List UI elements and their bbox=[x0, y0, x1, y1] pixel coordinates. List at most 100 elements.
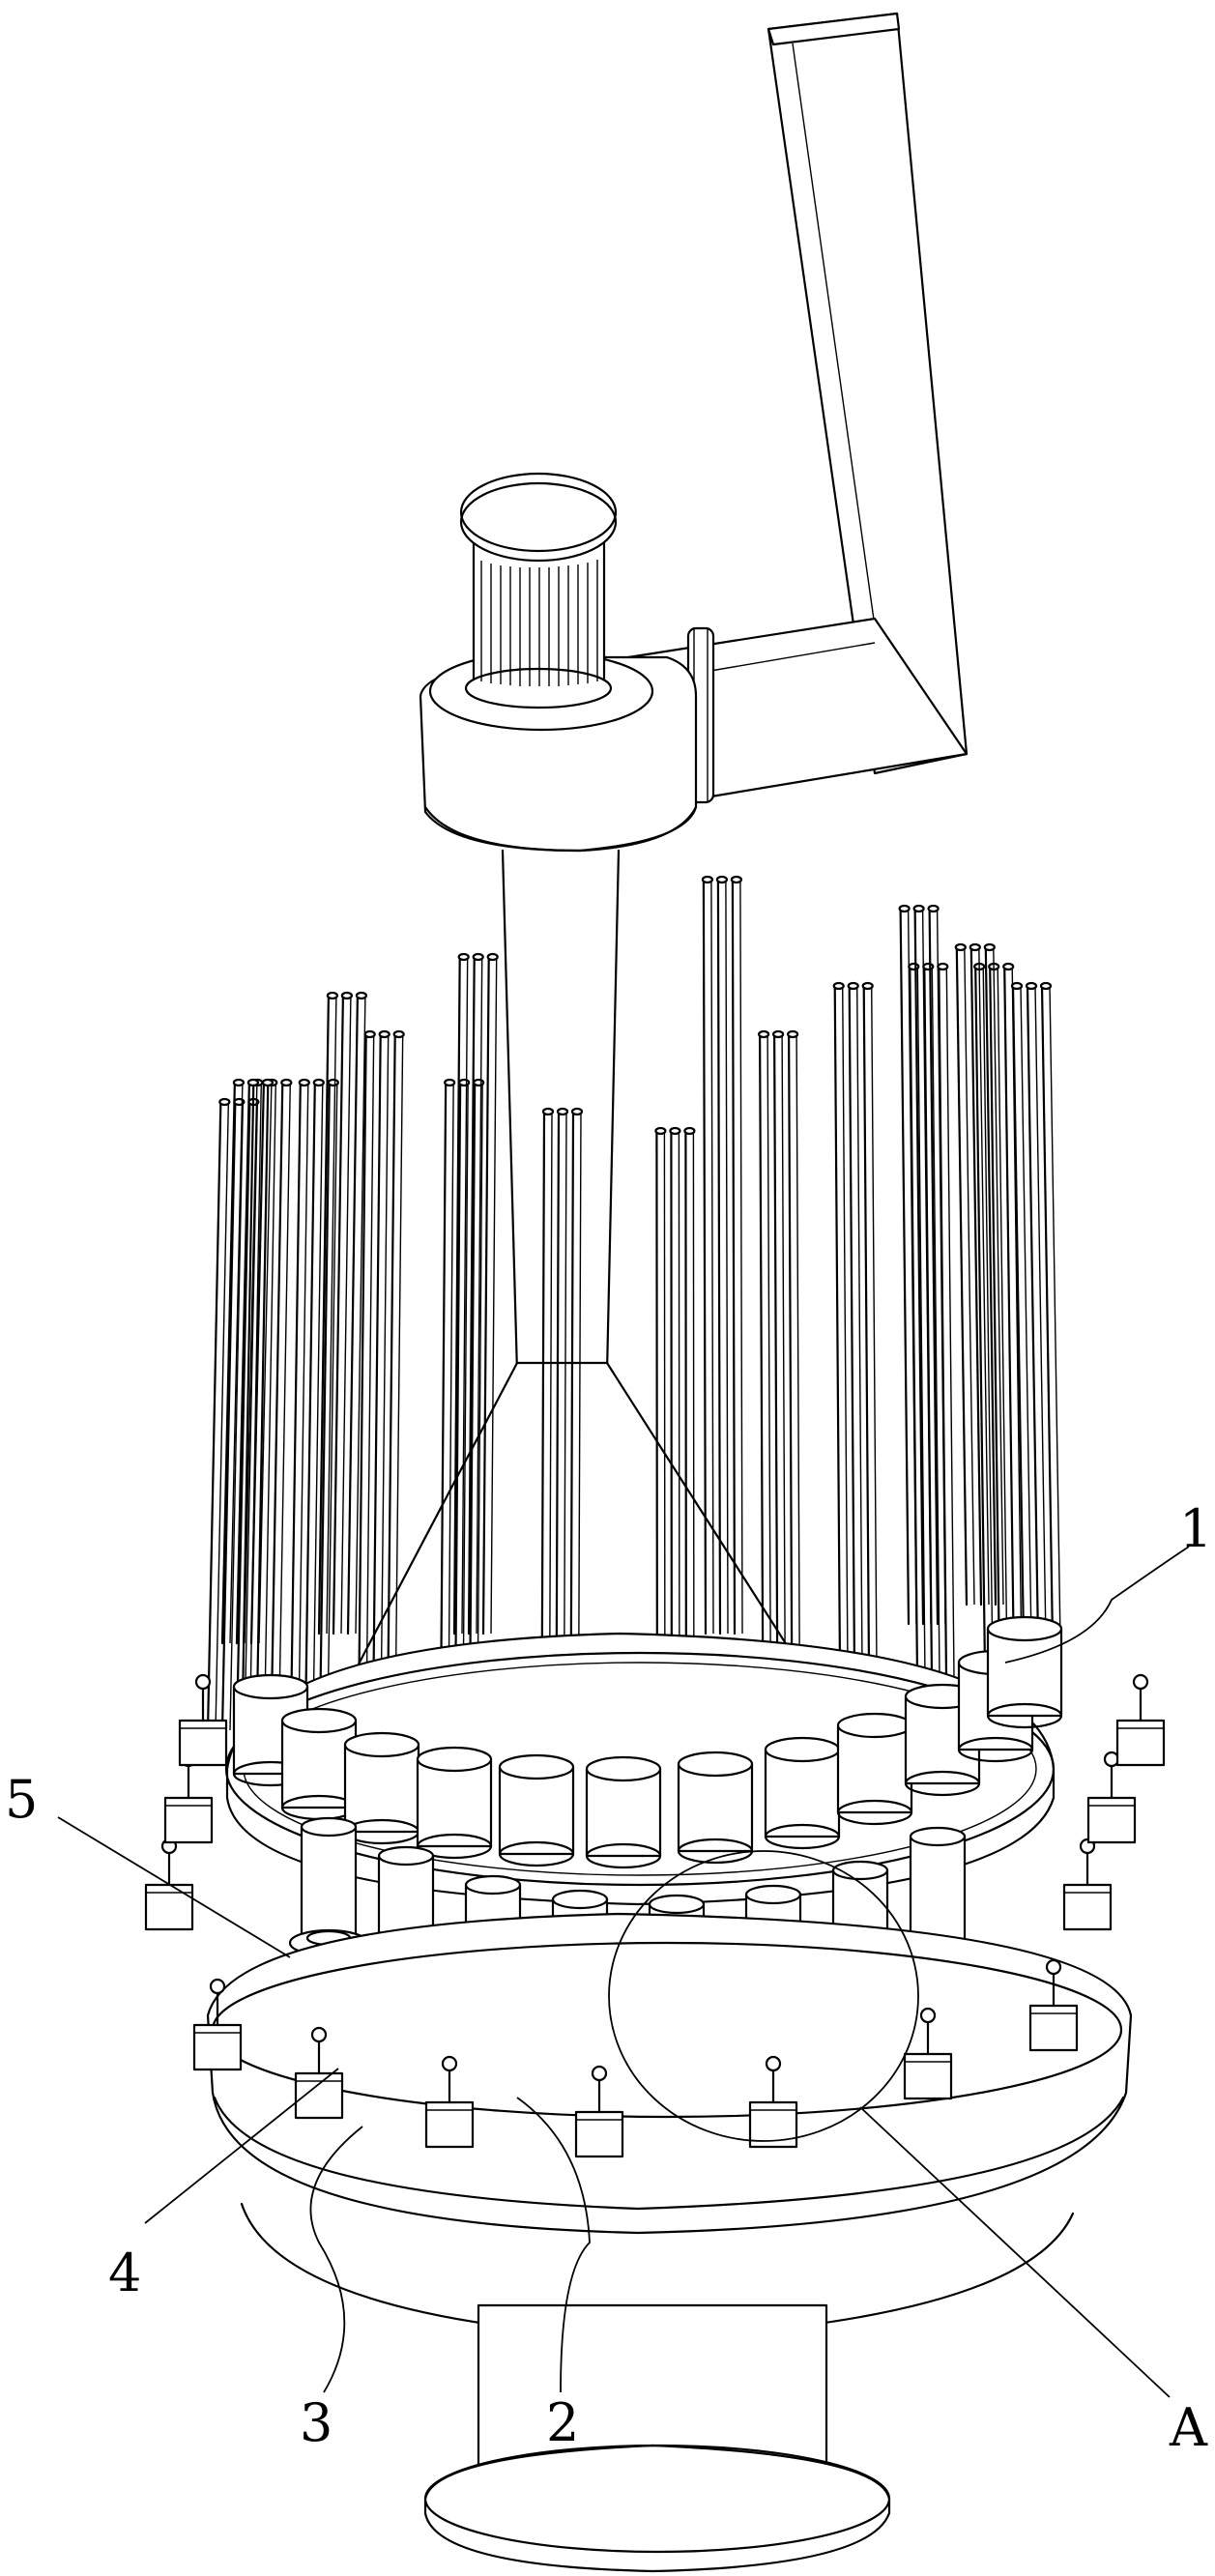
rod-edge bbox=[461, 956, 469, 1635]
rod bbox=[332, 994, 344, 1635]
rod-edge bbox=[964, 946, 975, 1606]
rod bbox=[220, 1081, 236, 1645]
rod-tip bbox=[570, 1107, 584, 1116]
collar-top bbox=[416, 1746, 493, 1773]
clamp-joint bbox=[765, 2055, 782, 2072]
collar-top bbox=[764, 1736, 841, 1763]
clamp-box bbox=[178, 1673, 228, 1767]
callout-5: 5 bbox=[5, 1769, 38, 1830]
rod-edge bbox=[258, 1082, 273, 1644]
rod-tip bbox=[954, 942, 967, 952]
rod bbox=[303, 1081, 316, 1790]
clamp-box bbox=[1115, 1673, 1166, 1767]
clamp-joint bbox=[1132, 1673, 1149, 1691]
rod-tip bbox=[922, 962, 935, 971]
rod-tip bbox=[556, 1107, 569, 1116]
rod-tip bbox=[832, 981, 845, 991]
clamp-body bbox=[1086, 1796, 1137, 1844]
rod-edge bbox=[476, 956, 483, 1635]
clamp-box bbox=[1028, 1958, 1079, 2052]
rod-tip bbox=[363, 1029, 376, 1039]
spindle-body bbox=[300, 1825, 358, 1945]
rod-tip bbox=[232, 1078, 245, 1087]
rod bbox=[452, 955, 461, 1635]
spindle-top bbox=[551, 1889, 609, 1910]
motor bbox=[459, 472, 618, 709]
rod-edge bbox=[340, 995, 352, 1635]
clamp-box bbox=[294, 2026, 344, 2120]
clamp-body bbox=[144, 1883, 194, 1931]
collar-body bbox=[498, 1765, 575, 1856]
clamp-body bbox=[163, 1796, 214, 1844]
rod-edge bbox=[725, 879, 729, 1635]
rod-tip bbox=[280, 1078, 293, 1087]
clamp-box bbox=[748, 2055, 798, 2149]
rod-tip bbox=[261, 1078, 274, 1087]
rod-edge bbox=[326, 995, 337, 1635]
rod-edge bbox=[921, 908, 932, 1625]
collar-bottom bbox=[764, 1823, 841, 1850]
rod-tip bbox=[715, 875, 729, 884]
callout-2: 2 bbox=[546, 2392, 579, 2453]
collar-body bbox=[585, 1767, 662, 1858]
rod-tip bbox=[312, 1078, 325, 1087]
rod bbox=[346, 994, 359, 1635]
rod-edge bbox=[297, 1082, 309, 1789]
rod-group bbox=[220, 1078, 274, 1645]
rod-tip bbox=[392, 1029, 405, 1039]
rod bbox=[969, 945, 983, 1606]
rod-group bbox=[954, 942, 1004, 1606]
collar-bottom bbox=[904, 1770, 981, 1797]
rod bbox=[1011, 984, 1027, 1703]
clamp-joint bbox=[1045, 1958, 1062, 1976]
rod-collar bbox=[764, 1736, 841, 1850]
callout-a: A bbox=[1169, 2397, 1208, 2458]
spindle-top bbox=[648, 1894, 706, 1915]
rod-tip bbox=[486, 952, 499, 962]
rod-group bbox=[317, 991, 367, 1635]
collar-top bbox=[280, 1707, 358, 1734]
rod bbox=[716, 878, 722, 1635]
base-pedestal bbox=[423, 2303, 891, 2573]
clamp-joint bbox=[919, 2007, 937, 2024]
collar-body bbox=[764, 1748, 841, 1838]
clamp-box bbox=[903, 2007, 953, 2100]
collar-bottom bbox=[986, 1702, 1063, 1729]
rod-tip bbox=[701, 875, 714, 884]
clamp-box bbox=[574, 2065, 624, 2158]
rod-edge bbox=[1020, 985, 1033, 1702]
clamp-joint bbox=[441, 2055, 458, 2072]
rod-edge bbox=[244, 1101, 259, 1731]
rod-tip bbox=[246, 1078, 259, 1087]
clamp-joint bbox=[209, 1978, 226, 1995]
rod-tip bbox=[326, 991, 338, 1000]
collar-top bbox=[585, 1755, 662, 1782]
rod bbox=[1003, 965, 1017, 1742]
rod-edge bbox=[710, 879, 714, 1635]
rod-collars bbox=[232, 1615, 1063, 1869]
clamp-box bbox=[1086, 1751, 1137, 1844]
leader-lines bbox=[57, 1546, 1190, 2398]
rod bbox=[955, 945, 969, 1606]
rod-tip bbox=[378, 1029, 391, 1039]
rod bbox=[731, 878, 737, 1635]
spindle-unit bbox=[288, 1816, 369, 1957]
collar-top bbox=[498, 1753, 575, 1780]
collar-body bbox=[836, 1723, 913, 1814]
rod bbox=[913, 907, 925, 1626]
rod bbox=[984, 945, 998, 1606]
rod-edge bbox=[978, 946, 990, 1606]
rod-group bbox=[701, 875, 743, 1635]
rod bbox=[240, 1081, 255, 1761]
rod bbox=[467, 955, 476, 1635]
rod-group bbox=[1010, 981, 1062, 1703]
clamp-box bbox=[144, 1838, 194, 1931]
rod-tip bbox=[927, 904, 940, 913]
callout-4: 4 bbox=[108, 2243, 141, 2303]
rod-collar bbox=[986, 1615, 1063, 1729]
rod bbox=[235, 1081, 250, 1645]
clamp-body bbox=[294, 2071, 344, 2120]
spindle-top bbox=[464, 1874, 522, 1896]
rod-edge bbox=[931, 966, 941, 1770]
collar-top bbox=[677, 1751, 754, 1778]
